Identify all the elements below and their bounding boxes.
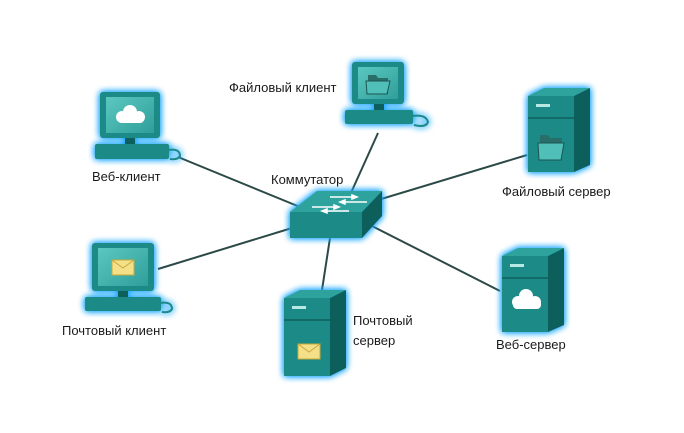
web-client-label: Веб-клиент: [92, 169, 161, 184]
folder-icon: [365, 75, 391, 95]
link-switch-mail-server: [321, 237, 331, 291]
mail-server-label-line2: сервер: [353, 333, 396, 348]
link-switch-mail-client: [157, 227, 293, 270]
web-client-workstation-icon: [95, 92, 182, 161]
file-server-label: Файловый сервер: [502, 184, 611, 199]
mail-server-label-line1: Почтовый: [353, 313, 413, 328]
switch-icon: [290, 191, 382, 238]
link-switch-web-client: [177, 156, 301, 208]
link-switch-file-client: [349, 132, 379, 196]
web-server-icon: [502, 248, 564, 332]
mail-client-workstation-icon: [85, 243, 174, 314]
cloud-icon: [512, 289, 541, 309]
mail-server-icon: [284, 290, 346, 376]
links: [157, 132, 528, 292]
envelope-icon: [111, 259, 135, 276]
switch-label: Коммутатор: [271, 172, 344, 187]
file-client-workstation-icon: [345, 62, 430, 127]
folder-icon: [537, 135, 565, 161]
mail-client-label: Почтовый клиент: [62, 323, 167, 338]
link-switch-web-server: [369, 224, 501, 292]
cloud-icon: [116, 105, 145, 123]
file-server-icon: [528, 88, 590, 172]
mail-server-label: Почтовый сервер: [353, 313, 433, 349]
file-client-label: Файловый клиент: [229, 80, 337, 95]
web-server-label: Веб-сервер: [496, 337, 566, 352]
envelope-icon: [297, 343, 321, 360]
link-switch-file-server: [377, 154, 528, 201]
